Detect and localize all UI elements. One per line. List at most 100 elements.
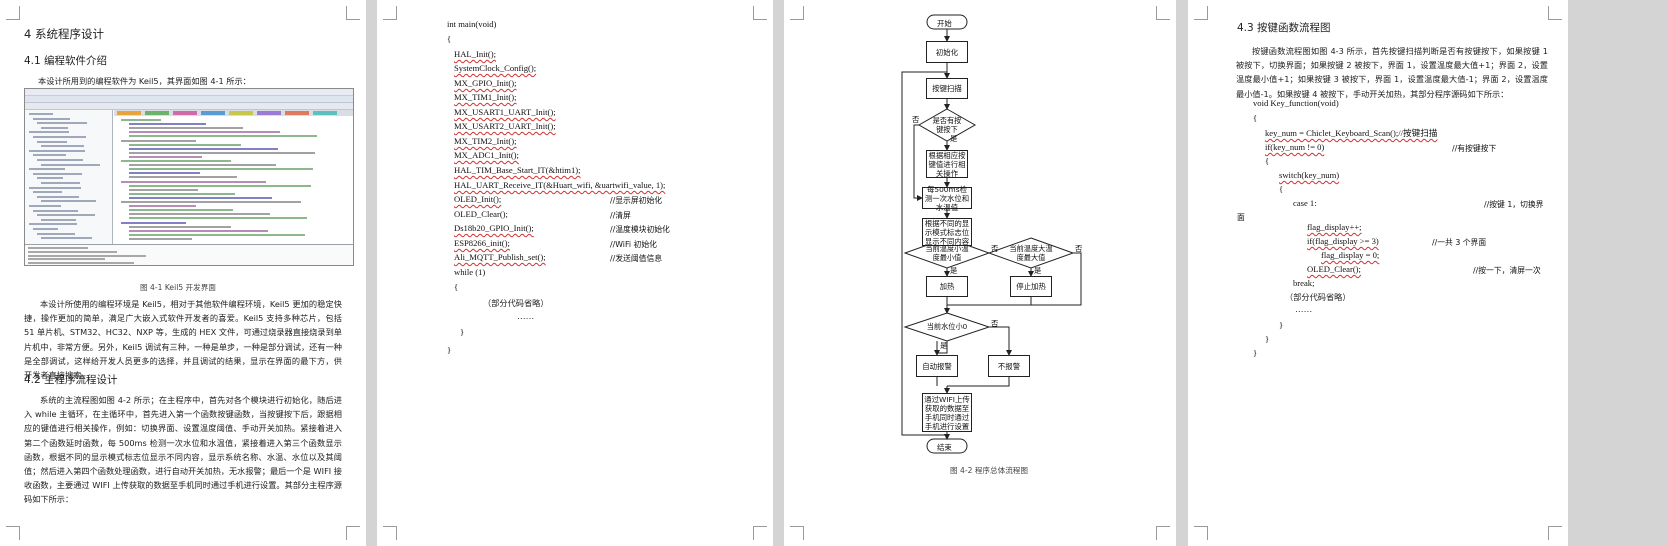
code-line: SystemClock_Config(); [454, 63, 537, 73]
fc-label-yes: 是 [950, 134, 958, 143]
code-line: } [1253, 348, 1258, 358]
ide-tab [145, 111, 169, 115]
fc-stop-heat: 停止加热 [1010, 276, 1052, 297]
ide-tree-item [37, 159, 83, 161]
ide-code-line [129, 229, 268, 232]
ide-tree-item [33, 136, 86, 138]
fc-detect-500ms: 每500ms检测一次水位和水温值 [922, 185, 972, 212]
code-omitted-note: （部分代码省略） [483, 298, 549, 308]
ide-code-line [129, 155, 202, 158]
ide-tab [201, 111, 225, 115]
code-comment: //发送阈值信息 [610, 254, 663, 263]
ide-code-line [121, 201, 301, 203]
ide-tab [285, 111, 309, 115]
paragraph-key-flow: 按键函数流程图如图 4-3 所示，首先按键扫描判断是否有按键按下，如果按键 1 … [1236, 46, 1548, 99]
fc-label-no: 否 [1075, 244, 1083, 253]
ide-code-line [129, 164, 276, 167]
code-line: { [1279, 184, 1284, 194]
code-line: HAL_TIM_Base_Start_IT(&htim1); [454, 165, 581, 175]
code-comment: //按一下，清屏一次 [1473, 266, 1541, 275]
fc-display: 根据不同的显示模式标志位显示不同内容 [922, 218, 972, 246]
ide-code-line [121, 139, 196, 142]
fc-key-action: 根据相应按键值进行相关操作 [926, 150, 968, 178]
code-comment: //按键 1，切换界 [1484, 200, 1544, 209]
figure-caption-4-1: 图 4-1 Keil5 开发界面 [140, 283, 216, 292]
ide-code-line [129, 225, 231, 228]
code-line: flag_display++; [1307, 222, 1362, 232]
section-heading-4-2: 4.2 主程序流程设计 [24, 374, 118, 386]
code-comment: //清屏 [610, 211, 631, 220]
fc-end: 结束 [937, 443, 952, 452]
section-heading-4-1: 4.1 编程软件介绍 [24, 55, 108, 67]
fc-water-zero: 当前水位小0 [926, 322, 968, 331]
ide-code-line [129, 127, 243, 130]
ide-code-line [129, 233, 305, 236]
code-comment: //一共 3 个界面 [1432, 238, 1487, 247]
intro-text: 本设计所用到的编程软件为 Keil5，其界面如图 4-1 所示： [38, 76, 251, 86]
code-line: ESP8266_init(); [454, 238, 510, 248]
code-line: HAL_Init(); [454, 49, 497, 59]
ide-code-line [129, 135, 317, 138]
ide-tree-item [41, 145, 84, 148]
paragraph-main-flow: 系统的主流程图如图 4-2 所示；在主程序中，首先对各个模块进行初始化，随后进入… [24, 395, 342, 505]
code-line: case 1: [1293, 198, 1317, 208]
fc-label-no: 否 [912, 115, 920, 124]
ide-tree-item [29, 149, 85, 152]
code-line: } [1279, 320, 1284, 330]
code-line: MX_GPIO_Init(); [454, 78, 517, 88]
code-comment: //温度模块初始化 [610, 225, 670, 234]
ide-tree-item [29, 113, 53, 115]
ide-code-line [129, 192, 235, 195]
fc-key-pressed: 是否有按键按下 [932, 116, 962, 134]
ide-code-line [129, 151, 315, 154]
code-line: OLED_Clear(); [1307, 264, 1361, 274]
keil5-ide-screenshot [24, 88, 354, 266]
ide-tree-item [33, 191, 62, 194]
ide-tree-item [33, 209, 78, 212]
ide-tree-item [37, 122, 87, 125]
code-omitted-note: （部分代码省略） [1285, 292, 1351, 302]
ide-tree-item [29, 131, 69, 134]
fc-label-yes: 是 [1034, 266, 1042, 275]
code-line: } [447, 345, 452, 355]
ide-output-line [28, 262, 134, 265]
code-line: HAL_UART_Receive_IT(&Huart_wifi, &uartwi… [454, 180, 666, 190]
ide-code-line [129, 168, 313, 171]
ide-tree-item [33, 172, 82, 175]
document-page-1: 4 系统程序设计 4.1 编程软件介绍 本设计所用到的编程软件为 Keil5，其… [0, 0, 366, 546]
fc-auto-alarm: 自动报警 [916, 355, 958, 377]
code-line: OLED_Clear(); [454, 209, 508, 219]
ide-tree-item [41, 126, 68, 129]
code-line: …… [517, 311, 535, 321]
ide-tab [257, 111, 281, 115]
code-line: void Key_function(void) [1253, 98, 1339, 108]
fc-start: 开始 [937, 19, 952, 28]
ide-tree-item [29, 186, 81, 189]
ide-tree-item [37, 232, 75, 235]
ide-tree-item [29, 168, 65, 171]
code-line: OLED_Init(); [454, 194, 502, 204]
ide-code-line [121, 119, 161, 121]
code-comment: //有按键按下 [1452, 144, 1497, 153]
ide-code-line [129, 209, 233, 212]
chapter-heading: 4 系统程序设计 [24, 27, 104, 41]
code-line: int main(void) [447, 19, 497, 29]
code-line: { [454, 282, 459, 292]
code-line: MX_USART1_UART_Init(); [454, 107, 556, 117]
ide-code-line [129, 172, 200, 175]
ide-code-line [121, 180, 266, 183]
ide-output-line [28, 247, 88, 249]
code-line: MX_USART2_UART_Init(); [454, 121, 556, 131]
fc-label-yes: 是 [940, 341, 948, 350]
ide-code-line [129, 176, 237, 179]
code-line: } [1265, 334, 1270, 344]
code-line: break; [1293, 278, 1315, 288]
ide-tree-item [33, 117, 70, 120]
ide-tree-item [41, 200, 96, 203]
fc-temp-high: 当前温度大温度最大值 [1009, 244, 1053, 262]
fc-label-yes: 是 [950, 266, 958, 275]
fc-label-no: 否 [991, 319, 999, 328]
ide-code-line [129, 196, 272, 199]
code-line: } [460, 327, 465, 337]
ide-tab [117, 111, 141, 115]
